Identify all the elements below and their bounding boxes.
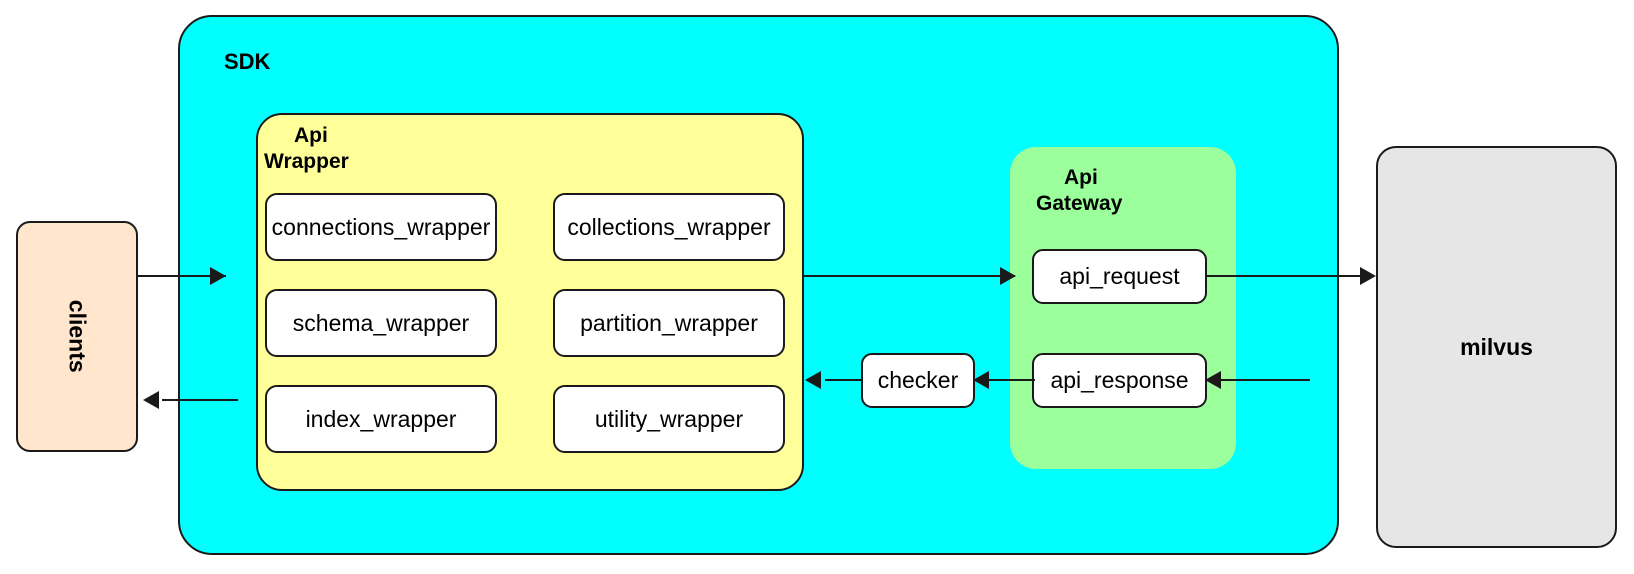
edge-api-response-to-checker-line: [985, 379, 1035, 381]
edge-milvus-to-api-response-arrowhead: [1205, 371, 1221, 389]
edge-checker-to-api-wrapper-arrowhead: [805, 371, 821, 389]
node-collections-wrapper-label: collections_wrapper: [567, 213, 771, 240]
node-partition-wrapper-label: partition_wrapper: [580, 309, 758, 336]
node-index-wrapper[interactable]: index_wrapper: [265, 385, 497, 453]
edge-api-response-to-checker-arrowhead: [973, 371, 989, 389]
node-connections-wrapper[interactable]: connections_wrapper: [265, 193, 497, 261]
edge-clients-to-api-wrapper-line: [138, 275, 226, 277]
node-collections-wrapper[interactable]: collections_wrapper: [553, 193, 785, 261]
node-schema-wrapper[interactable]: schema_wrapper: [265, 289, 497, 357]
edge-clients-to-api-wrapper-arrowhead: [210, 267, 226, 285]
sdk-title: SDK: [224, 49, 271, 74]
node-api-request[interactable]: api_request: [1032, 249, 1207, 304]
node-checker-label: checker: [877, 367, 959, 394]
edge-milvus-to-api-response-line: [1215, 379, 1310, 381]
edge-api-request-to-milvus-arrowhead: [1360, 267, 1376, 285]
node-api-response[interactable]: api_response: [1032, 353, 1207, 408]
edge-api-request-to-milvus-line: [1207, 275, 1371, 277]
node-connections-wrapper-label: connections_wrapper: [271, 213, 491, 240]
node-milvus-label: milvus: [1460, 333, 1533, 360]
api-gateway-title-line1: Api: [1064, 166, 1098, 189]
api-wrapper-title-line2: Wrapper: [264, 150, 349, 174]
node-clients[interactable]: clients: [16, 221, 138, 452]
node-clients-label: clients: [64, 300, 91, 373]
edge-api-wrapper-to-clients-line: [162, 399, 238, 401]
node-utility-wrapper-label: utility_wrapper: [594, 405, 744, 432]
node-utility-wrapper[interactable]: utility_wrapper: [553, 385, 785, 453]
api-wrapper-title-line1: Api: [294, 124, 328, 147]
edge-api-wrapper-to-api-gateway-arrowhead: [1000, 267, 1016, 285]
node-api-response-label: api_response: [1050, 367, 1189, 394]
edge-api-wrapper-to-clients-arrowhead: [143, 391, 159, 409]
node-schema-wrapper-label: schema_wrapper: [292, 309, 470, 336]
edge-checker-to-api-wrapper-line: [825, 379, 863, 381]
node-checker[interactable]: checker: [861, 353, 975, 408]
api-gateway-title-line2: Gateway: [1036, 192, 1123, 216]
node-partition-wrapper[interactable]: partition_wrapper: [553, 289, 785, 357]
node-index-wrapper-label: index_wrapper: [305, 405, 457, 432]
node-milvus[interactable]: milvus: [1376, 146, 1617, 548]
node-api-request-label: api_request: [1059, 263, 1180, 290]
edge-api-wrapper-to-api-gateway-line: [803, 275, 1015, 277]
